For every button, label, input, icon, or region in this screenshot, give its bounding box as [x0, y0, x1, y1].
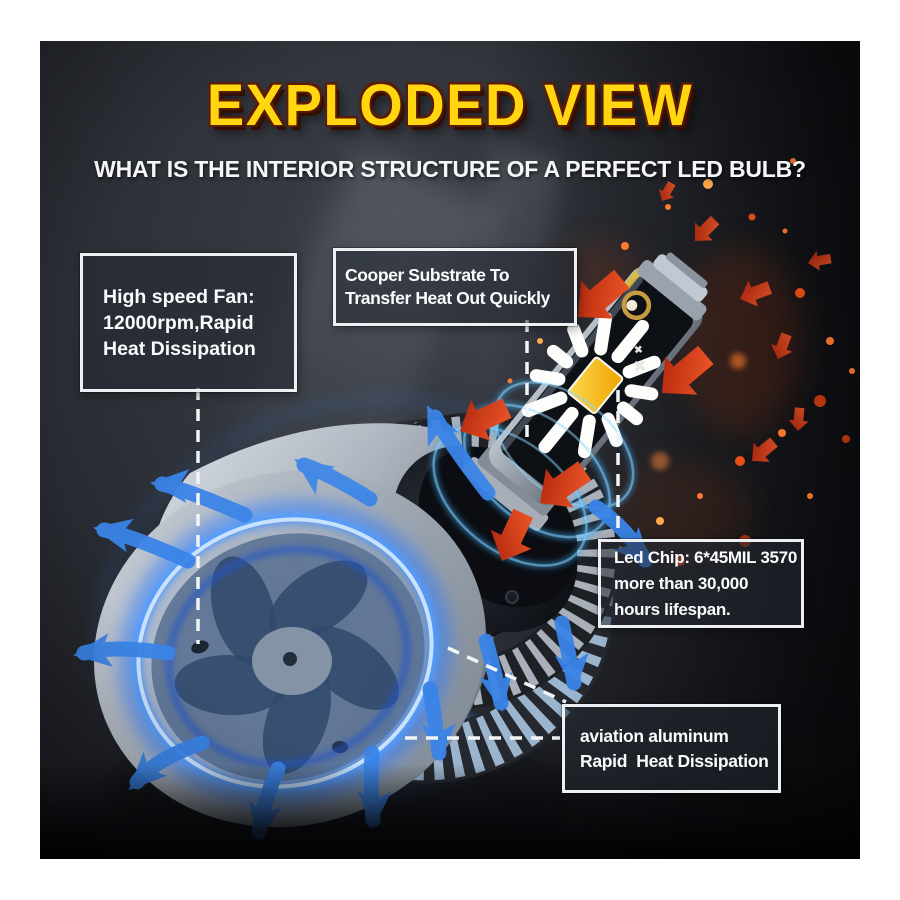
page-title: EXPLODED VIEW — [206, 71, 694, 138]
callout-line: High speed Fan: — [103, 285, 255, 308]
callout-copper-substrate: Cooper Substrate To Transfer Heat Out Qu… — [333, 248, 577, 326]
callout-line: hours lifespan. — [614, 599, 731, 619]
callout-line: Heat Dissipation — [103, 337, 256, 360]
callout-line: Transfer Heat Out Quickly — [345, 288, 550, 308]
callout-line: Cooper Substrate To — [345, 265, 510, 285]
callout-led-chip: Led Chip: 6*45MIL 3570 more than 30,000 … — [598, 539, 804, 628]
fan-blades — [174, 556, 399, 774]
copper-substrate-tube — [462, 252, 708, 531]
callout-line: aviation aluminum — [580, 725, 729, 746]
callout-line: more than 30,000 — [614, 573, 749, 593]
page-subtitle: WHAT IS THE INTERIOR STRUCTURE OF A PERF… — [94, 156, 806, 182]
callout-high-speed-fan: High speed Fan: 12000rpm,Rapid Heat Diss… — [80, 253, 297, 392]
polarity-marks — [633, 345, 646, 372]
callout-line: Led Chip: 6*45MIL 3570 — [614, 547, 797, 567]
photo-background — [40, 41, 860, 859]
callout-line: 12000rpm,Rapid — [103, 311, 254, 334]
callout-aviation-aluminum: aviation aluminum Rapid Heat Dissipation — [562, 704, 781, 793]
connector-lines — [196, 320, 620, 740]
callout-line: Rapid Heat Dissipation — [580, 750, 769, 771]
